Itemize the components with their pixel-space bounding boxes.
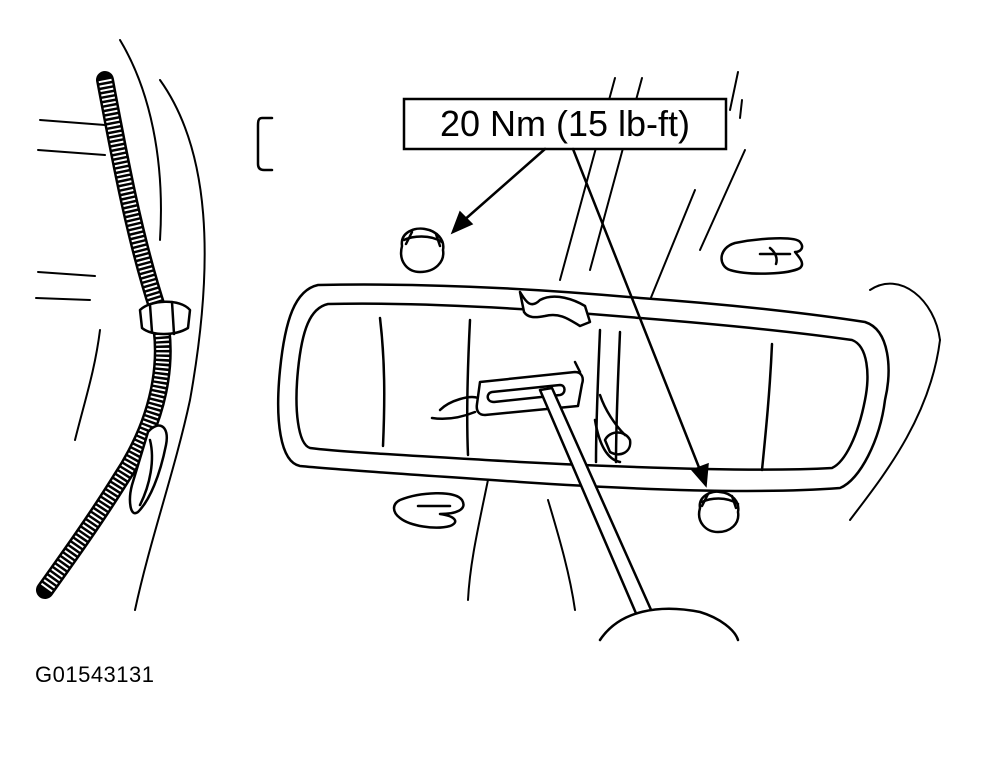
torque-callout-label: 20 Nm (15 lb-ft) xyxy=(440,103,690,144)
upper-nut xyxy=(399,227,445,274)
removal-tool xyxy=(538,386,740,642)
arrowhead-upper-nut xyxy=(450,210,474,235)
torque-callout: 20 Nm (15 lb-ft) xyxy=(402,97,728,151)
leader-line-lower-nut xyxy=(571,147,702,472)
visor-clip-lower-left xyxy=(392,492,465,529)
lower-nut xyxy=(697,490,740,534)
visor-clip-upper-right xyxy=(720,237,804,275)
callout-leader-lines xyxy=(450,147,709,488)
wiring-harness xyxy=(36,71,172,599)
arrowhead-lower-nut xyxy=(690,462,709,488)
leader-line-upper-nut xyxy=(460,147,547,224)
headliner-bracket xyxy=(256,116,274,172)
harness-clip xyxy=(138,300,192,336)
body-panel-left xyxy=(35,39,206,611)
figure-id: G01543131 xyxy=(35,662,155,687)
harness-grommet xyxy=(128,424,169,515)
torque-callout-box xyxy=(402,97,728,151)
